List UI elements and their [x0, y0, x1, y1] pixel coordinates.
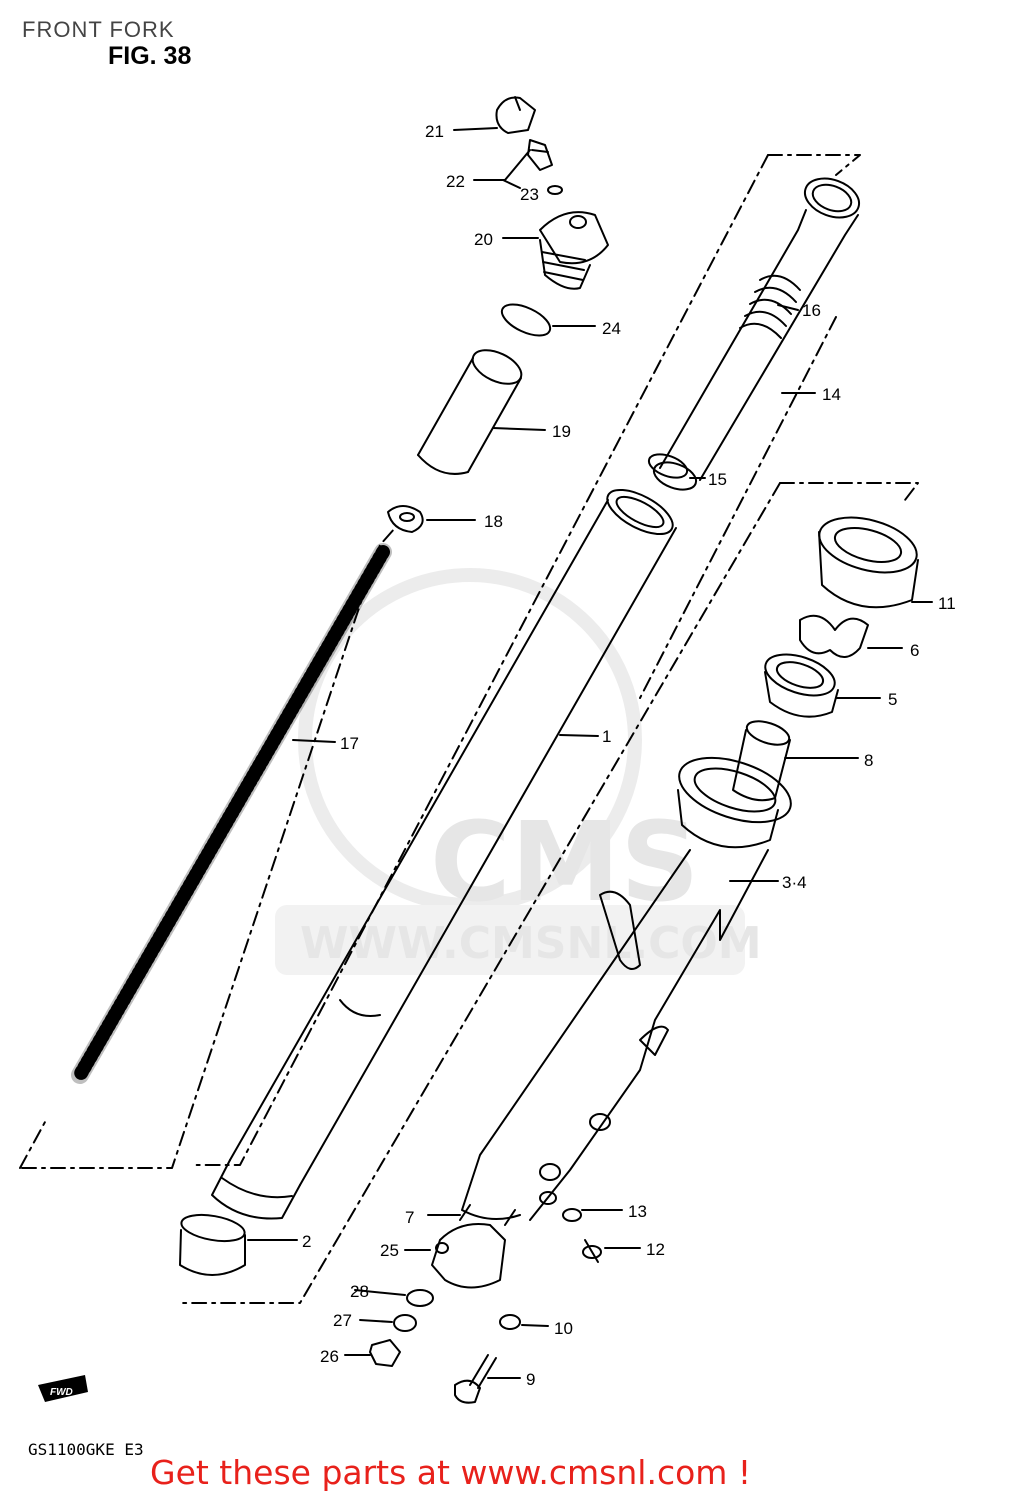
part-19-spacer [417, 349, 523, 475]
callout-10: 11 [938, 594, 956, 613]
part-24-o-ring [500, 303, 552, 337]
part-1-inner-tube [211, 488, 677, 1220]
callout-20: 28 [350, 1282, 369, 1301]
part-21-cap [495, 96, 536, 134]
assembly-brackets [19, 154, 919, 1304]
part-2-bushing [179, 1213, 246, 1276]
callout-11: 6 [910, 641, 919, 660]
part-20-cap-bolt [539, 211, 609, 290]
parts-cta-link[interactable]: Get these parts at www.cmsnl.com ! [150, 1453, 752, 1492]
part-16-piston-rings [739, 274, 801, 339]
watermark-brand: CMS [430, 798, 699, 926]
watermark: CMS WWW.CMSNL.COM [275, 568, 762, 975]
fwd-direction-marker: FWD [38, 1375, 88, 1402]
callout-15: 17 [340, 734, 359, 753]
callout-7: 16 [802, 301, 821, 320]
fwd-label: FWD [50, 1387, 73, 1398]
part-26-nut [369, 1339, 401, 1367]
part-23-o-ring [547, 185, 563, 195]
part-3-4-outer-tube [461, 756, 792, 1221]
callout-2: 23 [520, 185, 539, 204]
part-25-axle-holder [431, 1204, 516, 1289]
callout-22: 26 [320, 1347, 339, 1366]
callout-21: 27 [333, 1311, 352, 1330]
callout-5: 19 [552, 422, 571, 441]
callout-6: 18 [484, 512, 503, 531]
model-code: GS1100GKE E3 [28, 1440, 144, 1459]
part-17-spring [71, 543, 392, 1084]
callout-8: 14 [822, 385, 841, 404]
callout-23: 13 [628, 1202, 647, 1221]
callout-12: 5 [888, 690, 897, 709]
part-27-spring-washer [393, 1314, 417, 1332]
callout-3: 20 [474, 230, 493, 249]
callout-26: 9 [526, 1370, 535, 1389]
part-13-washer [562, 1208, 582, 1222]
part-22-valve [527, 139, 553, 171]
callout-18: 7 [405, 1208, 414, 1227]
section-title: FRONT FORK [22, 17, 175, 42]
watermark-url: WWW.CMSNL.COM [300, 918, 762, 969]
callout-13: 8 [864, 751, 873, 770]
part-5-oil-seal [764, 653, 839, 718]
callout-16: 1 [602, 727, 611, 746]
callout-25: 10 [554, 1319, 573, 1338]
callout-4: 24 [602, 319, 621, 338]
callout-19: 25 [380, 1241, 399, 1260]
part-14-damper-rod [652, 177, 861, 491]
part-12-bolt [582, 1239, 602, 1263]
figure-label: FIG. 38 [108, 42, 192, 70]
part-18-seat [387, 505, 424, 533]
part-10-washer [499, 1314, 521, 1330]
callout-24: 12 [646, 1240, 665, 1259]
part-11-dust-seal [818, 516, 919, 609]
callout-14: 3·4 [782, 873, 807, 892]
part-28-washer [406, 1289, 434, 1307]
callout-0: 21 [425, 122, 444, 141]
callout-17: 2 [302, 1232, 311, 1251]
callout-9: 15 [708, 470, 727, 489]
part-6-stopper-ring [799, 614, 869, 658]
part-9-bolt [454, 1354, 497, 1404]
leader-lines [247, 127, 933, 1379]
callout-1: 22 [446, 172, 465, 191]
part-15-spring [647, 453, 689, 479]
